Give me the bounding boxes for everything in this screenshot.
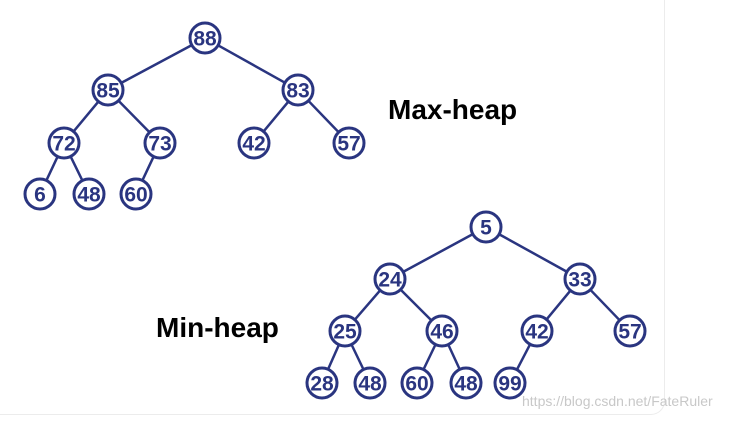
tree-edge bbox=[353, 289, 382, 321]
tree-edge bbox=[117, 99, 151, 134]
heap-node: 88 bbox=[188, 21, 222, 55]
node-value: 48 bbox=[454, 373, 478, 396]
node-circle bbox=[188, 21, 222, 55]
node-value: 73 bbox=[148, 133, 171, 156]
node-value: 28 bbox=[310, 373, 334, 396]
tree-edge bbox=[447, 344, 461, 370]
node-circle bbox=[613, 314, 647, 348]
heap-node: 57 bbox=[613, 314, 647, 348]
heap-node: 6 bbox=[23, 177, 57, 211]
node-circle bbox=[281, 73, 315, 107]
node-value: 88 bbox=[193, 28, 217, 51]
node-circle bbox=[520, 314, 554, 348]
node-circle bbox=[72, 177, 106, 211]
max-heap-tree: 88 85 83 72 73 42 57 6 48 60 bbox=[23, 21, 366, 211]
heap-node: 33 bbox=[563, 262, 597, 296]
heap-node: 99 bbox=[493, 366, 527, 400]
tree-edge bbox=[498, 233, 568, 273]
min-heap-label: Min-heap bbox=[156, 312, 279, 343]
node-value: 46 bbox=[430, 321, 453, 344]
tree-edge bbox=[399, 288, 433, 322]
node-circle bbox=[119, 177, 153, 211]
node-circle bbox=[400, 366, 434, 400]
heap-node: 28 bbox=[305, 366, 339, 400]
node-value: 24 bbox=[378, 269, 402, 292]
tree-edge bbox=[326, 344, 341, 370]
node-value: 48 bbox=[358, 373, 382, 396]
heap-node: 48 bbox=[449, 366, 483, 400]
node-value: 5 bbox=[480, 217, 492, 240]
tree-edge bbox=[217, 44, 286, 84]
node-circle bbox=[91, 73, 125, 107]
node-circle bbox=[143, 126, 177, 160]
node-value: 42 bbox=[525, 321, 548, 344]
tree-edge bbox=[515, 343, 532, 371]
heap-node: 48 bbox=[353, 366, 387, 400]
min-heap-tree: 5 24 33 25 46 42 57 28 48 60 48 99 bbox=[305, 210, 647, 400]
heap-node: 42 bbox=[237, 126, 271, 160]
node-circle bbox=[449, 366, 483, 400]
node-value: 57 bbox=[337, 133, 360, 156]
tree-edge bbox=[45, 156, 59, 181]
heap-node: 60 bbox=[400, 366, 434, 400]
node-circle bbox=[332, 126, 366, 160]
tree-edge bbox=[262, 100, 290, 133]
node-value: 42 bbox=[242, 133, 265, 156]
node-value: 60 bbox=[124, 184, 147, 207]
heap-node: 24 bbox=[373, 262, 407, 296]
node-circle bbox=[563, 262, 597, 296]
tree-edge bbox=[307, 99, 340, 134]
node-circle bbox=[23, 177, 57, 211]
watermark-text: https://blog.csdn.net/FateRuler bbox=[522, 393, 713, 409]
tree-edge bbox=[350, 343, 365, 371]
node-value: 25 bbox=[333, 321, 357, 344]
tree-edge bbox=[422, 343, 437, 371]
node-circle bbox=[305, 366, 339, 400]
node-circle bbox=[47, 126, 81, 160]
tree-edge bbox=[120, 43, 193, 85]
node-value: 99 bbox=[498, 373, 521, 396]
heap-node: 46 bbox=[425, 314, 459, 348]
node-circle bbox=[373, 262, 407, 296]
tree-edge bbox=[69, 155, 84, 182]
node-circle bbox=[328, 314, 362, 348]
node-circle bbox=[353, 366, 387, 400]
heap-node: 5 bbox=[469, 210, 503, 244]
node-value: 83 bbox=[286, 80, 309, 103]
node-value: 85 bbox=[96, 80, 120, 103]
node-circle bbox=[493, 366, 527, 400]
heap-node: 25 bbox=[328, 314, 362, 348]
node-value: 6 bbox=[34, 184, 46, 207]
heap-node: 85 bbox=[91, 73, 125, 107]
node-circle bbox=[425, 314, 459, 348]
heap-node: 57 bbox=[332, 126, 366, 160]
heap-node: 48 bbox=[72, 177, 106, 211]
heap-node: 60 bbox=[119, 177, 153, 211]
max-heap-label: Max-heap bbox=[388, 94, 518, 125]
heap-node: 83 bbox=[281, 73, 315, 107]
node-value: 57 bbox=[618, 321, 641, 344]
heap-node: 72 bbox=[47, 126, 81, 160]
tree-edge bbox=[141, 156, 155, 181]
tree-edge bbox=[589, 288, 621, 322]
tree-edge bbox=[402, 233, 474, 273]
node-circle bbox=[237, 126, 271, 160]
diagram-panel bbox=[0, 0, 665, 415]
heap-node: 73 bbox=[143, 126, 177, 160]
node-value: 33 bbox=[568, 269, 591, 292]
node-circle bbox=[469, 210, 503, 244]
node-value: 60 bbox=[405, 373, 428, 396]
node-value: 72 bbox=[52, 133, 75, 156]
node-value: 48 bbox=[77, 184, 101, 207]
heap-node: 42 bbox=[520, 314, 554, 348]
tree-edge bbox=[545, 289, 572, 321]
tree-edge bbox=[72, 100, 100, 133]
